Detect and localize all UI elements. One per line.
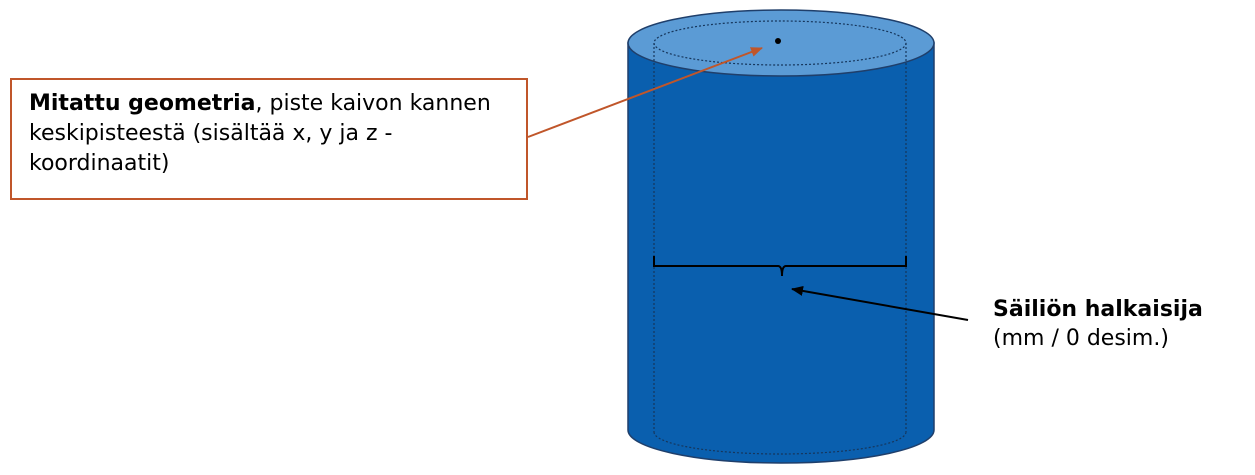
tank-diameter-label: Säiliön halkaisija (mm / 0 desim.) bbox=[993, 295, 1203, 353]
cylinder-top bbox=[627, 9, 935, 77]
tank-cylinder bbox=[627, 9, 935, 464]
center-point-marker bbox=[775, 38, 781, 44]
diameter-label-title: Säiliön halkaisija bbox=[993, 297, 1203, 322]
cylinder-body bbox=[627, 42, 935, 464]
measured-geometry-callout: Mitattu geometria, piste kaivon kannen k… bbox=[10, 78, 528, 200]
inner-bottom-dotted-arc bbox=[653, 431, 907, 455]
callout-leader-line bbox=[527, 47, 763, 138]
callout-text: , piste kaivon kannen keskipisteestä (si… bbox=[29, 91, 491, 176]
callout-bold-text: Mitattu geometria bbox=[29, 91, 256, 116]
diameter-arrow-line bbox=[791, 285, 969, 321]
diameter-label-unit: (mm / 0 desim.) bbox=[993, 326, 1169, 351]
diameter-brace bbox=[653, 256, 907, 277]
